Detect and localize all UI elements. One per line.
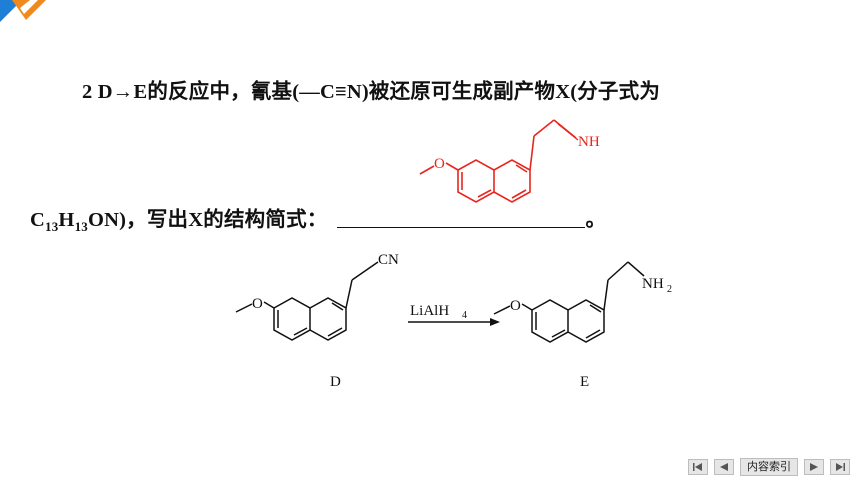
last-page-button[interactable] bbox=[830, 459, 850, 475]
reactant-cn-label: CN bbox=[378, 252, 399, 268]
question-end-mark: 。 bbox=[585, 209, 607, 231]
answer-blank bbox=[337, 207, 586, 228]
answer-imine-label: NH bbox=[578, 134, 600, 150]
question-text-2: ON)，写出X的结构简式： bbox=[87, 209, 328, 231]
next-page-icon bbox=[810, 463, 818, 471]
product-label: E bbox=[580, 374, 590, 390]
question-line-2: C13H13ON)，写出X的结构简式：。 bbox=[30, 202, 606, 235]
product-nh2-label: NH bbox=[642, 276, 664, 292]
question-text-1: 2 D→E的反应中，氰基(—C≡N)被还原可生成副产物X(分子式为 bbox=[82, 81, 661, 103]
last-page-icon bbox=[836, 463, 845, 471]
previous-page-icon bbox=[720, 463, 728, 471]
corner-logo bbox=[0, 0, 46, 22]
content-index-button[interactable]: 内容索引 bbox=[740, 458, 798, 476]
formula-c: C bbox=[30, 209, 46, 231]
reactant-label: D bbox=[330, 374, 341, 390]
reactant-oxygen-label: O bbox=[252, 296, 263, 312]
reagent-subscript: 4 bbox=[462, 310, 467, 321]
product-oxygen-label: O bbox=[510, 298, 521, 314]
reagent-label: LiAlH bbox=[410, 303, 449, 319]
first-page-icon bbox=[693, 463, 702, 471]
previous-page-button[interactable] bbox=[714, 459, 734, 475]
formula-sub-c: 13 bbox=[45, 219, 59, 235]
answer-structure: O NH bbox=[419, 119, 600, 203]
first-page-button[interactable] bbox=[688, 459, 708, 475]
product-e-structure: O NH 2 bbox=[493, 261, 672, 343]
slide-navigation: 内容索引 bbox=[688, 458, 850, 476]
reaction-arrow: LiAlH 4 bbox=[408, 303, 500, 326]
next-page-button[interactable] bbox=[804, 459, 824, 475]
formula-sub-h: 13 bbox=[74, 219, 88, 235]
reactant-d-structure: O CN bbox=[235, 252, 399, 341]
product-nh2-subscript: 2 bbox=[667, 284, 672, 295]
answer-oxygen-label: O bbox=[434, 156, 445, 172]
question-line-1: 2 D→E的反应中，氰基(—C≡N)被还原可生成副产物X(分子式为 bbox=[82, 74, 660, 104]
formula-h: H bbox=[58, 209, 75, 231]
